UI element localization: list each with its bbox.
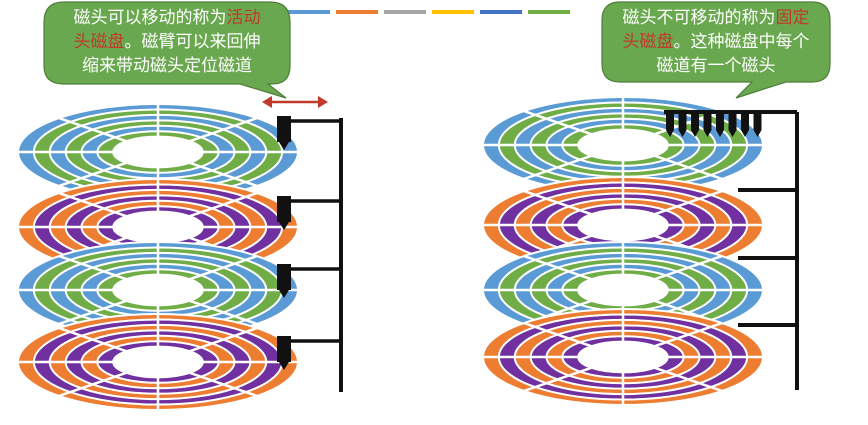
platter-left-3 (17, 241, 299, 339)
moving-head-disk-stack (17, 96, 343, 411)
fixed-head-tip (728, 130, 737, 137)
fixed-head-6 (728, 112, 737, 130)
legend-bar-2 (336, 10, 378, 14)
callout-highlight: 头磁盘 (73, 32, 125, 52)
moving-head-callout-line1: 磁头可以移动的称为活动 (48, 6, 286, 30)
sector-line (58, 161, 127, 188)
fixed-head-tip (703, 130, 712, 137)
fixed-head-callout-line3: 磁道有一个磁头 (656, 56, 776, 76)
legend-bar-1 (288, 10, 330, 14)
head-tip (279, 142, 289, 150)
sector-line (189, 161, 258, 188)
sector-line (58, 116, 127, 143)
fixed-head-4 (703, 112, 712, 130)
fixed-head-tip (741, 130, 749, 137)
callout-text: 磁头不可移动的称为 (622, 8, 776, 28)
sector-line (523, 366, 592, 393)
platter-right-1 (482, 96, 764, 194)
read-write-head-4 (277, 336, 291, 362)
head-tip (279, 362, 289, 370)
read-write-head-3 (277, 264, 291, 290)
fixed-head-2 (678, 112, 687, 130)
spindle-hole (112, 345, 204, 379)
sector-line (523, 189, 592, 216)
head-tip (279, 222, 289, 230)
fixed-head-callout: 磁头不可移动的称为固定 头磁盘。这种磁盘中每个 磁道有一个磁头 (602, 6, 830, 78)
sector-line (58, 371, 127, 398)
sector-line (654, 189, 723, 216)
callout-highlight: 活动 (226, 8, 261, 28)
spindle-hole (577, 208, 669, 242)
platter-left-1 (17, 103, 299, 201)
callout-shapes (43, 1, 831, 99)
sector-line (523, 254, 592, 281)
fixed-head-tip (691, 130, 699, 137)
platter-right-4 (482, 308, 764, 406)
sector-line (523, 321, 592, 348)
sector-line (654, 321, 723, 348)
sector-line (523, 109, 592, 136)
fixed-head-tip (716, 130, 724, 137)
legend-bar-3 (384, 10, 426, 14)
platter-left-4 (17, 313, 299, 411)
fixed-head-tip (666, 130, 674, 137)
sector-line (189, 371, 258, 398)
legend-bar-5 (480, 10, 522, 14)
fixed-head-callout-line1: 磁头不可移动的称为固定 (602, 6, 830, 30)
head-tip (279, 290, 289, 298)
sector-line (58, 326, 127, 353)
sector-line (189, 191, 258, 218)
legend-bar-6 (528, 10, 570, 14)
moving-head-callout-line2: 头磁盘。磁臂可以来回伸 (48, 30, 286, 54)
sector-line (654, 366, 723, 393)
fixed-head-3 (691, 112, 699, 130)
fixed-head-disk-stack (482, 96, 799, 406)
spindle-hole (112, 135, 204, 169)
sector-line (58, 191, 127, 218)
read-write-head-1 (277, 116, 291, 142)
fixed-head-7 (741, 112, 749, 130)
read-write-head-2 (277, 196, 291, 222)
callout-text: 。这种磁盘中每个 (673, 32, 810, 52)
platter-right-3 (482, 241, 764, 339)
fixed-head-tip (678, 130, 687, 137)
legend-bar-4 (432, 10, 474, 14)
spindle-hole (112, 273, 204, 307)
sector-line (654, 154, 723, 181)
movement-arrow-right-head (318, 96, 328, 108)
moving-head-callout-line3: 缩来带动磁头定位磁道 (82, 56, 252, 76)
callout-text: 磁头可以移动的称为 (73, 8, 227, 28)
spindle-hole (112, 210, 204, 244)
sector-line (189, 116, 258, 143)
spindle-hole (577, 340, 669, 374)
sector-line (189, 326, 258, 353)
moving-head-callout-bubble (43, 1, 291, 99)
sector-line (189, 299, 258, 326)
sector-line (523, 154, 592, 181)
fixed-head-1 (666, 112, 674, 130)
movement-arrow-left-head (262, 96, 272, 108)
spindle-hole (577, 273, 669, 307)
fixed-head-callout-line2: 头磁盘。这种磁盘中每个 (602, 30, 830, 54)
fixed-head-8 (753, 112, 762, 130)
sector-line (58, 254, 127, 281)
spindle-hole (577, 128, 669, 162)
callout-highlight: 固定 (775, 8, 810, 28)
fixed-head-callout-bubble (601, 1, 831, 99)
sector-line (654, 254, 723, 281)
fixed-head-tip (753, 130, 762, 137)
fixed-head-5 (716, 112, 724, 130)
sector-line (58, 299, 127, 326)
callout-text: 。磁臂可以来回伸 (124, 32, 261, 52)
callout-highlight: 头磁盘 (622, 32, 674, 52)
moving-head-callout: 磁头可以移动的称为活动 头磁盘。磁臂可以来回伸 缩来带动磁头定位磁道 (48, 6, 286, 78)
sector-line (189, 254, 258, 281)
